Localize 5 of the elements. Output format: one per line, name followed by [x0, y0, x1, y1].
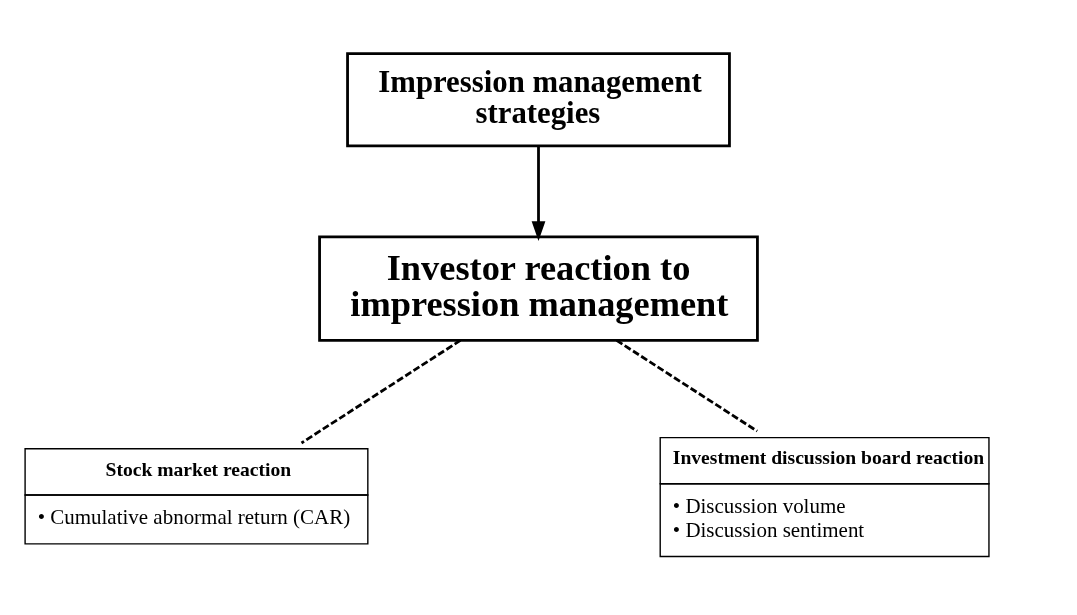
arrow: [531, 146, 546, 241]
node-box: Impression management strategies: [346, 52, 731, 148]
connector: [615, 339, 758, 433]
connector: [300, 339, 462, 445]
node-box: Investor reaction to impression management: [318, 235, 759, 342]
